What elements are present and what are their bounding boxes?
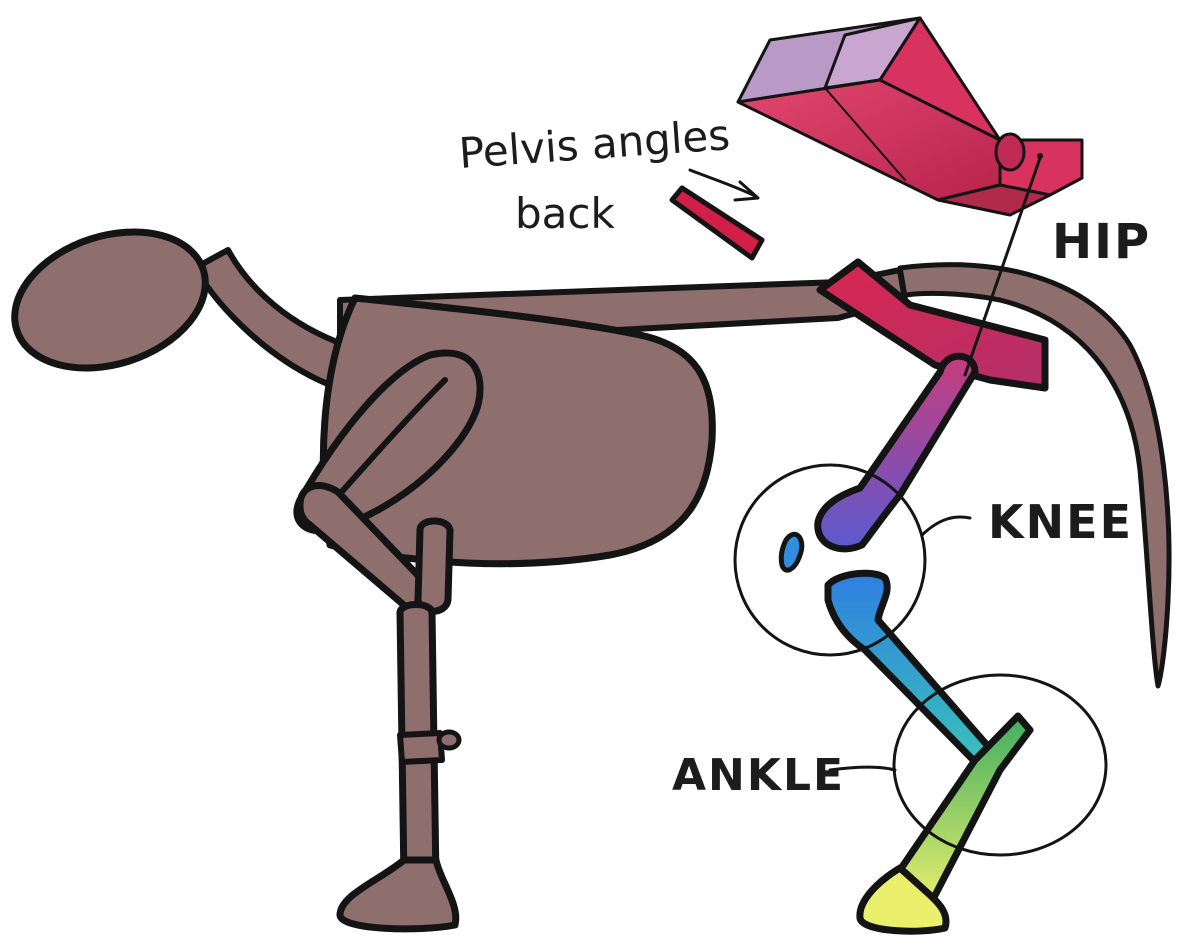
knee-label: KNEE	[988, 495, 1133, 549]
dog-body	[11, 228, 1172, 933]
ankle-leader-line	[828, 765, 897, 772]
annotation-line-1: Pelvis angles	[457, 110, 731, 178]
tibia	[824, 569, 1004, 776]
ankle-label: ANKLE	[672, 750, 845, 801]
ankle-circle	[892, 673, 1108, 857]
head	[11, 228, 209, 372]
annotation-arrow	[688, 168, 760, 202]
forearm-upper	[414, 517, 454, 615]
front-paw	[336, 856, 460, 933]
pelvis-angle-indicator	[669, 185, 765, 261]
hip-socket	[994, 132, 1026, 172]
pelvis-block-edge	[824, 87, 906, 181]
knee-circle	[733, 463, 927, 657]
scapula-ridge	[327, 377, 448, 508]
hip-socket-pivot	[1037, 153, 1043, 159]
femur	[814, 352, 979, 553]
hip-leader-line	[963, 156, 1042, 377]
annotation-line-2: back	[515, 189, 615, 238]
hind-paw	[856, 864, 950, 935]
tail	[897, 262, 1172, 689]
dewclaw	[436, 729, 462, 751]
knee-leader-line	[920, 515, 972, 537]
patella	[778, 531, 805, 573]
neck	[192, 247, 348, 388]
wrist	[397, 730, 445, 765]
hip-label: HIP	[1052, 214, 1151, 270]
